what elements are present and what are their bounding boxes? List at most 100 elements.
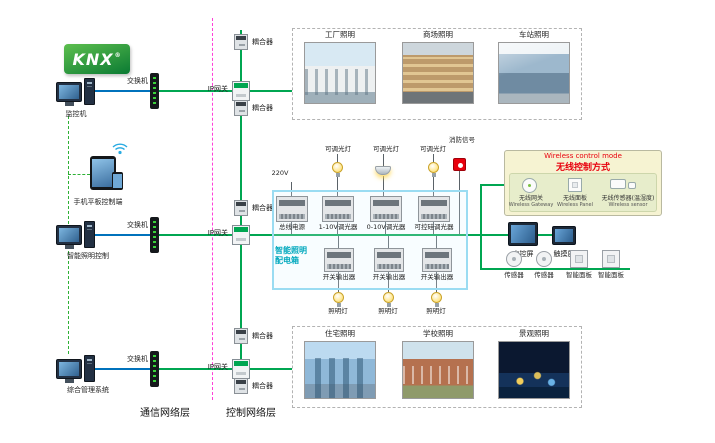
- wireless-item-en: Wireless sensor: [608, 202, 648, 209]
- module-label: 开关输出器: [420, 273, 454, 281]
- building-label: 车站照明: [519, 30, 549, 39]
- lamp-line: [388, 272, 389, 292]
- coupler-label: 耦合器: [252, 382, 273, 390]
- wireless-item-en: Wireless Panel: [557, 202, 593, 209]
- load-label: 可调光灯: [373, 145, 399, 153]
- switch-label: 交换机: [127, 221, 148, 229]
- right-branch-line: [480, 184, 482, 270]
- wireless-sensor-icon: [628, 182, 636, 189]
- module-label: 可控硅调光器: [414, 223, 454, 231]
- communication-layer-label: 通信网络层: [140, 408, 190, 419]
- switch-label: 交换机: [127, 355, 148, 363]
- module-bus-line: [337, 222, 338, 234]
- photo-residential-lighting: [304, 341, 376, 399]
- control-layer-label: 控制网络层: [226, 408, 276, 419]
- module-label: 总线电源: [279, 223, 305, 231]
- ip-gateway-label: IP网关: [207, 85, 228, 93]
- wireless-item-label: 无线传感器(温湿度) Wireless sensor: [597, 195, 659, 208]
- wireless-item-label: 无线网关 Wireless Gateway: [506, 195, 556, 208]
- module-label: 开关输出器: [372, 273, 406, 281]
- bottom-building-group-box: [292, 326, 582, 408]
- smart-panel-icon: [570, 250, 588, 268]
- bus-line-main: [159, 234, 560, 236]
- module-bus-line: [291, 222, 292, 234]
- touch-screen-icon: [552, 226, 576, 245]
- photo-factory-lighting: [304, 42, 376, 104]
- coupler-label: 耦合器: [252, 38, 273, 46]
- load-line: [337, 176, 338, 196]
- sensor-icon: [506, 251, 522, 267]
- building-label: 商场照明: [423, 30, 453, 39]
- module-bus-line: [433, 222, 434, 234]
- wireless-item-label: 无线面板 Wireless Panel: [551, 195, 599, 208]
- ip-gateway-icon: [232, 225, 250, 245]
- ip-gateway-label: IP网关: [207, 363, 228, 371]
- coupler-icon: [234, 100, 248, 116]
- dimmer-module-icon: [370, 196, 402, 222]
- load-line: [433, 176, 434, 196]
- desktop-tower-icon: [84, 221, 95, 248]
- layer-divider-line: [212, 18, 213, 400]
- wireless-item-cn: 无线面板: [562, 195, 587, 202]
- coupler-icon: [234, 378, 248, 394]
- lamp-label: 照明灯: [378, 307, 398, 315]
- field-device-label: 传感器: [534, 271, 554, 279]
- wireless-panel-icon: [568, 178, 582, 192]
- ethernet-line-bottom: [94, 368, 150, 370]
- lamp-stem: [337, 154, 338, 162]
- desktop-monitor-icon: [56, 225, 82, 249]
- switch-actuator-module-icon: [422, 248, 452, 272]
- wireless-gateway-icon: [522, 178, 537, 193]
- dimmable-lamp-icon: [332, 162, 343, 177]
- sensor-icon: [536, 251, 552, 267]
- ethernet-line-top: [94, 90, 150, 92]
- screen-label: 中控屏: [512, 250, 534, 258]
- module-label: 1-10V调光器: [318, 223, 358, 231]
- lamp-icon: [431, 292, 442, 307]
- smart-panel-icon: [602, 250, 620, 268]
- desktop-tower-icon: [84, 355, 95, 382]
- coupler-icon: [234, 34, 248, 50]
- workstation-label: 综合管理系统: [67, 386, 109, 394]
- desktop-monitor-icon: [56, 359, 82, 383]
- building-label: 工厂照明: [325, 30, 355, 39]
- top-building-group-box: [292, 28, 582, 120]
- load-label: 消防信号: [449, 136, 475, 144]
- mains-voltage-label: 220V: [271, 169, 289, 177]
- field-device-label: 智能面板: [598, 271, 624, 279]
- module-label: 开关输出器: [322, 273, 356, 281]
- desktop-monitor-icon: [56, 82, 82, 106]
- workstation-label: 智能照明控制: [67, 252, 109, 260]
- dimmer-module-icon: [418, 196, 450, 222]
- bus-power-module-icon: [276, 196, 308, 222]
- bus-line-bottom: [159, 368, 292, 370]
- lamp-icon: [383, 292, 394, 307]
- wireless-title-cn: 无线控制方式: [555, 163, 610, 173]
- lamp-label: 照明灯: [426, 307, 446, 315]
- wireless-item-cn: 无线网关: [518, 195, 543, 202]
- module-bus-line: [436, 236, 437, 248]
- module-bus-line: [385, 222, 386, 234]
- distribution-cabinet-title: 智能照明 配电箱: [275, 246, 315, 266]
- wireless-sensor-icon: [610, 179, 626, 189]
- field-device-line: [482, 268, 630, 270]
- wireless-item-en: Wireless Gateway: [508, 202, 554, 209]
- power-feed-line: [291, 182, 292, 196]
- coupler-label: 耦合器: [252, 204, 273, 212]
- photo-landscape-lighting: [498, 341, 570, 399]
- lamp-label: 照明灯: [328, 307, 348, 315]
- coupler-icon: [234, 328, 248, 344]
- field-device-label: 智能面板: [566, 271, 592, 279]
- network-switch-icon: [150, 73, 159, 109]
- wireless-item-cn: 无线传感器(温湿度): [601, 195, 655, 202]
- module-label: 0-10V调光器: [366, 223, 406, 231]
- lamp-stem: [383, 154, 384, 166]
- coupler-icon: [234, 200, 248, 216]
- switch-label: 交换机: [127, 77, 148, 85]
- tablet-branch-dashed-line: [68, 174, 90, 175]
- switch-actuator-module-icon: [324, 248, 354, 272]
- coupler-label: 耦合器: [252, 104, 273, 112]
- building-label: 学校照明: [423, 329, 453, 338]
- dimmer-module-icon: [322, 196, 354, 222]
